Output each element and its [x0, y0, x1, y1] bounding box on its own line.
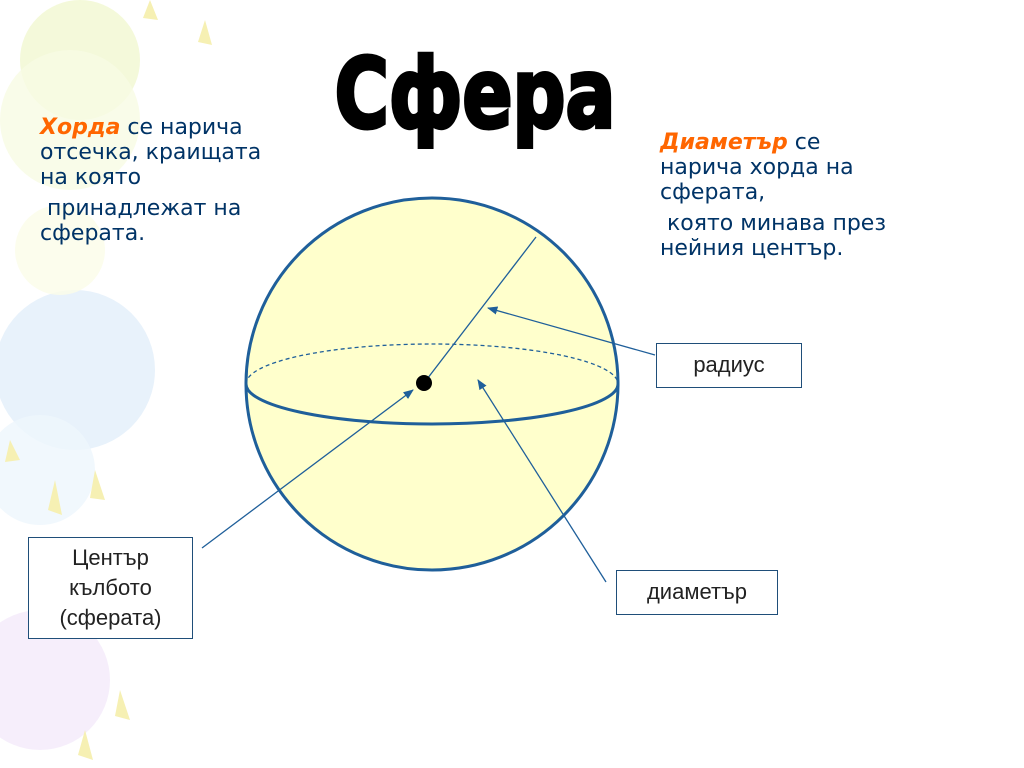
radius-label-box: радиус	[656, 343, 802, 388]
radius-label: радиус	[693, 352, 765, 377]
equator-front	[244, 383, 620, 426]
diameter-definition-line2: която минава през нейния център.	[660, 211, 887, 261]
center-label-line1: Център	[72, 545, 149, 570]
diameter-label: диаметър	[646, 579, 748, 604]
chord-definition-line2: принадлежат на сферата.	[40, 196, 242, 246]
radius-pointer	[486, 306, 656, 356]
radius-line	[423, 236, 537, 384]
center-label-line2: кълбото	[69, 575, 152, 600]
center-point	[416, 375, 432, 391]
sphere-outline	[244, 196, 620, 572]
chord-definition: Хорда се нарича отсечка, краищата на коя…	[40, 115, 290, 246]
chord-term: Хорда	[40, 115, 121, 140]
center-pointer	[201, 389, 414, 549]
chord-definition-line1: се нарича отсечка, краищата на която	[40, 115, 262, 190]
center-label-line3: (сферата)	[59, 605, 162, 630]
page-title: Сфера	[333, 37, 617, 153]
diameter-definition-line1: се нарича хорда на сферата,	[660, 130, 854, 205]
diameter-definition: Диаметър се нарича хорда на сферата, коя…	[660, 130, 910, 261]
diameter-term: Диаметър	[660, 130, 788, 155]
equator-back	[245, 343, 619, 385]
diameter-label-box: диаметър	[616, 570, 778, 615]
title-text: Сфера	[335, 38, 616, 150]
center-label-box: Център кълбото (сферата)	[28, 537, 193, 639]
diameter-pointer	[477, 379, 607, 583]
